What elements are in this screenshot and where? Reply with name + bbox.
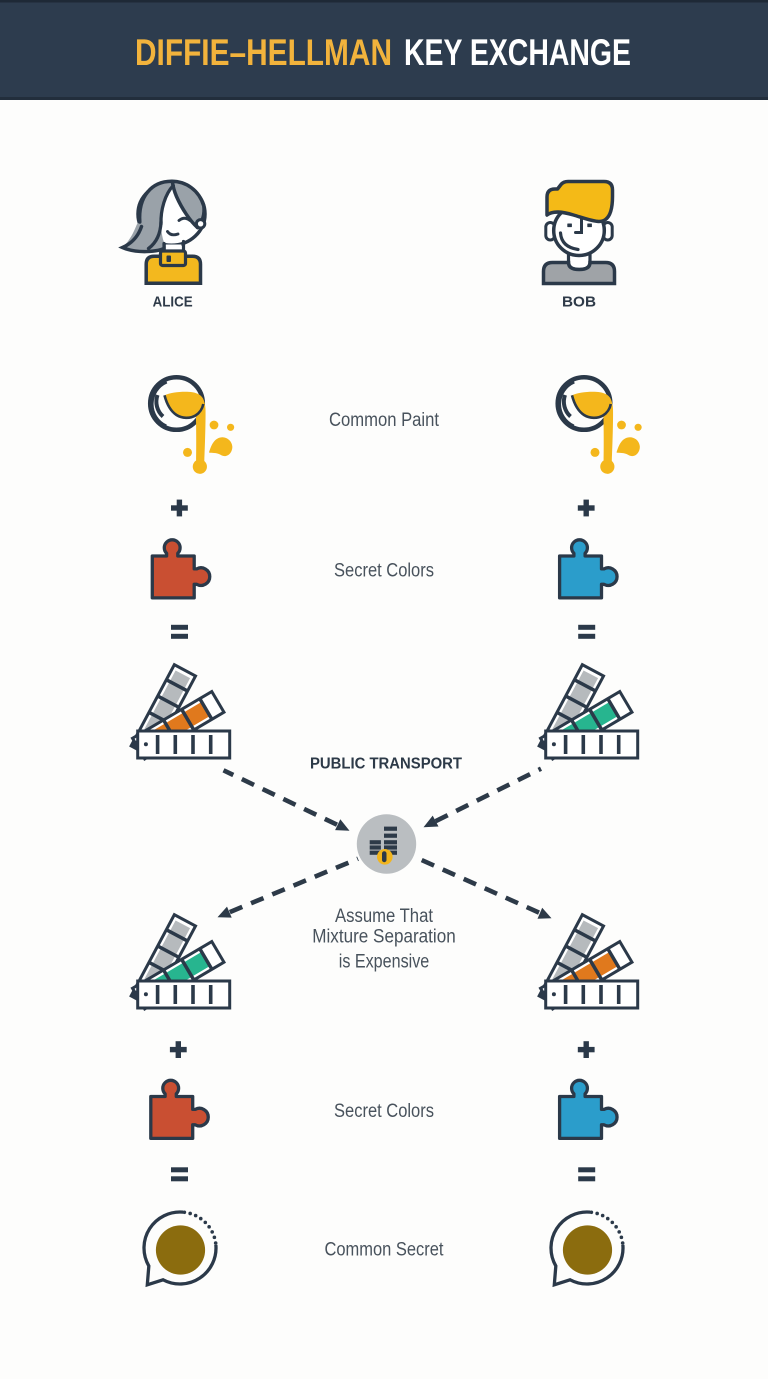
svg-text:Mixture Separation: Mixture Separation	[312, 927, 456, 948]
svg-text:Common Paint: Common Paint	[329, 410, 440, 431]
svg-text:is Expensive: is Expensive	[339, 952, 430, 973]
svg-text:Assume That: Assume That	[335, 906, 434, 927]
svg-text:KEY EXCHANGE: KEY EXCHANGE	[404, 32, 631, 73]
svg-text:BOB: BOB	[562, 294, 596, 311]
svg-text:ALICE: ALICE	[153, 294, 193, 311]
svg-text:DIFFIE–HELLMAN: DIFFIE–HELLMAN	[135, 32, 392, 73]
svg-text:Secret Colors: Secret Colors	[334, 561, 434, 582]
svg-text:Common Secret: Common Secret	[325, 1240, 445, 1261]
svg-text:PUBLIC TRANSPORT: PUBLIC TRANSPORT	[310, 756, 463, 773]
svg-text:Secret Colors: Secret Colors	[334, 1101, 434, 1122]
